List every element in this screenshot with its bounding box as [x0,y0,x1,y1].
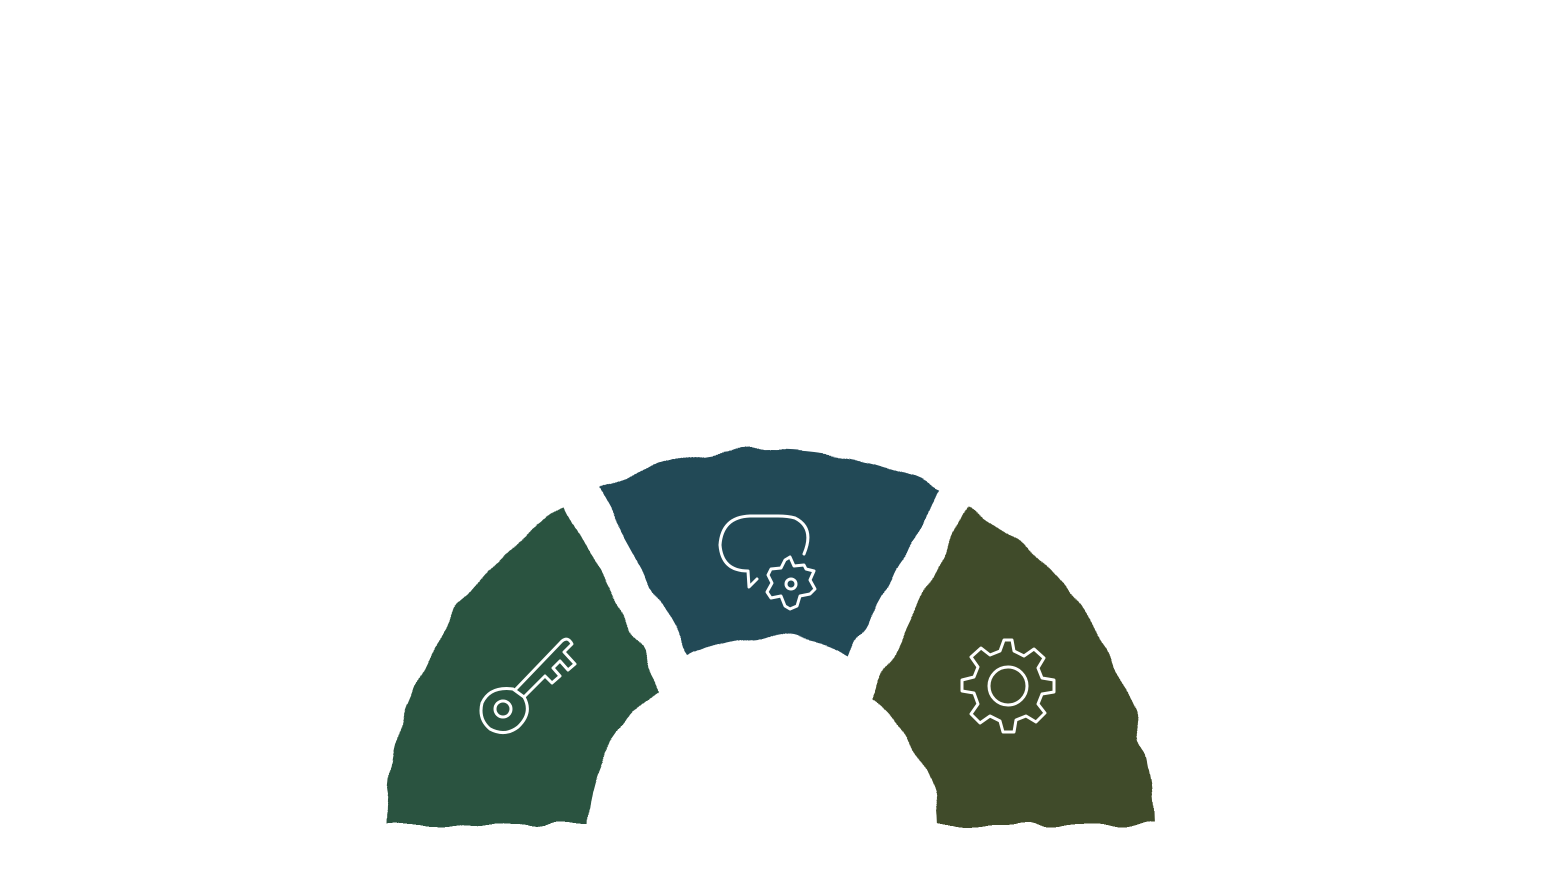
segment-right [867,497,1159,831]
key-icon [479,637,577,734]
segment-right-shape [867,497,1159,831]
segment-middle-shape [592,443,948,663]
gear-icon [960,638,1056,734]
segment-middle [592,443,948,663]
chat-bubble-gear-icon [718,514,817,611]
segment-left [382,497,668,831]
segment-left-shape [382,497,668,831]
